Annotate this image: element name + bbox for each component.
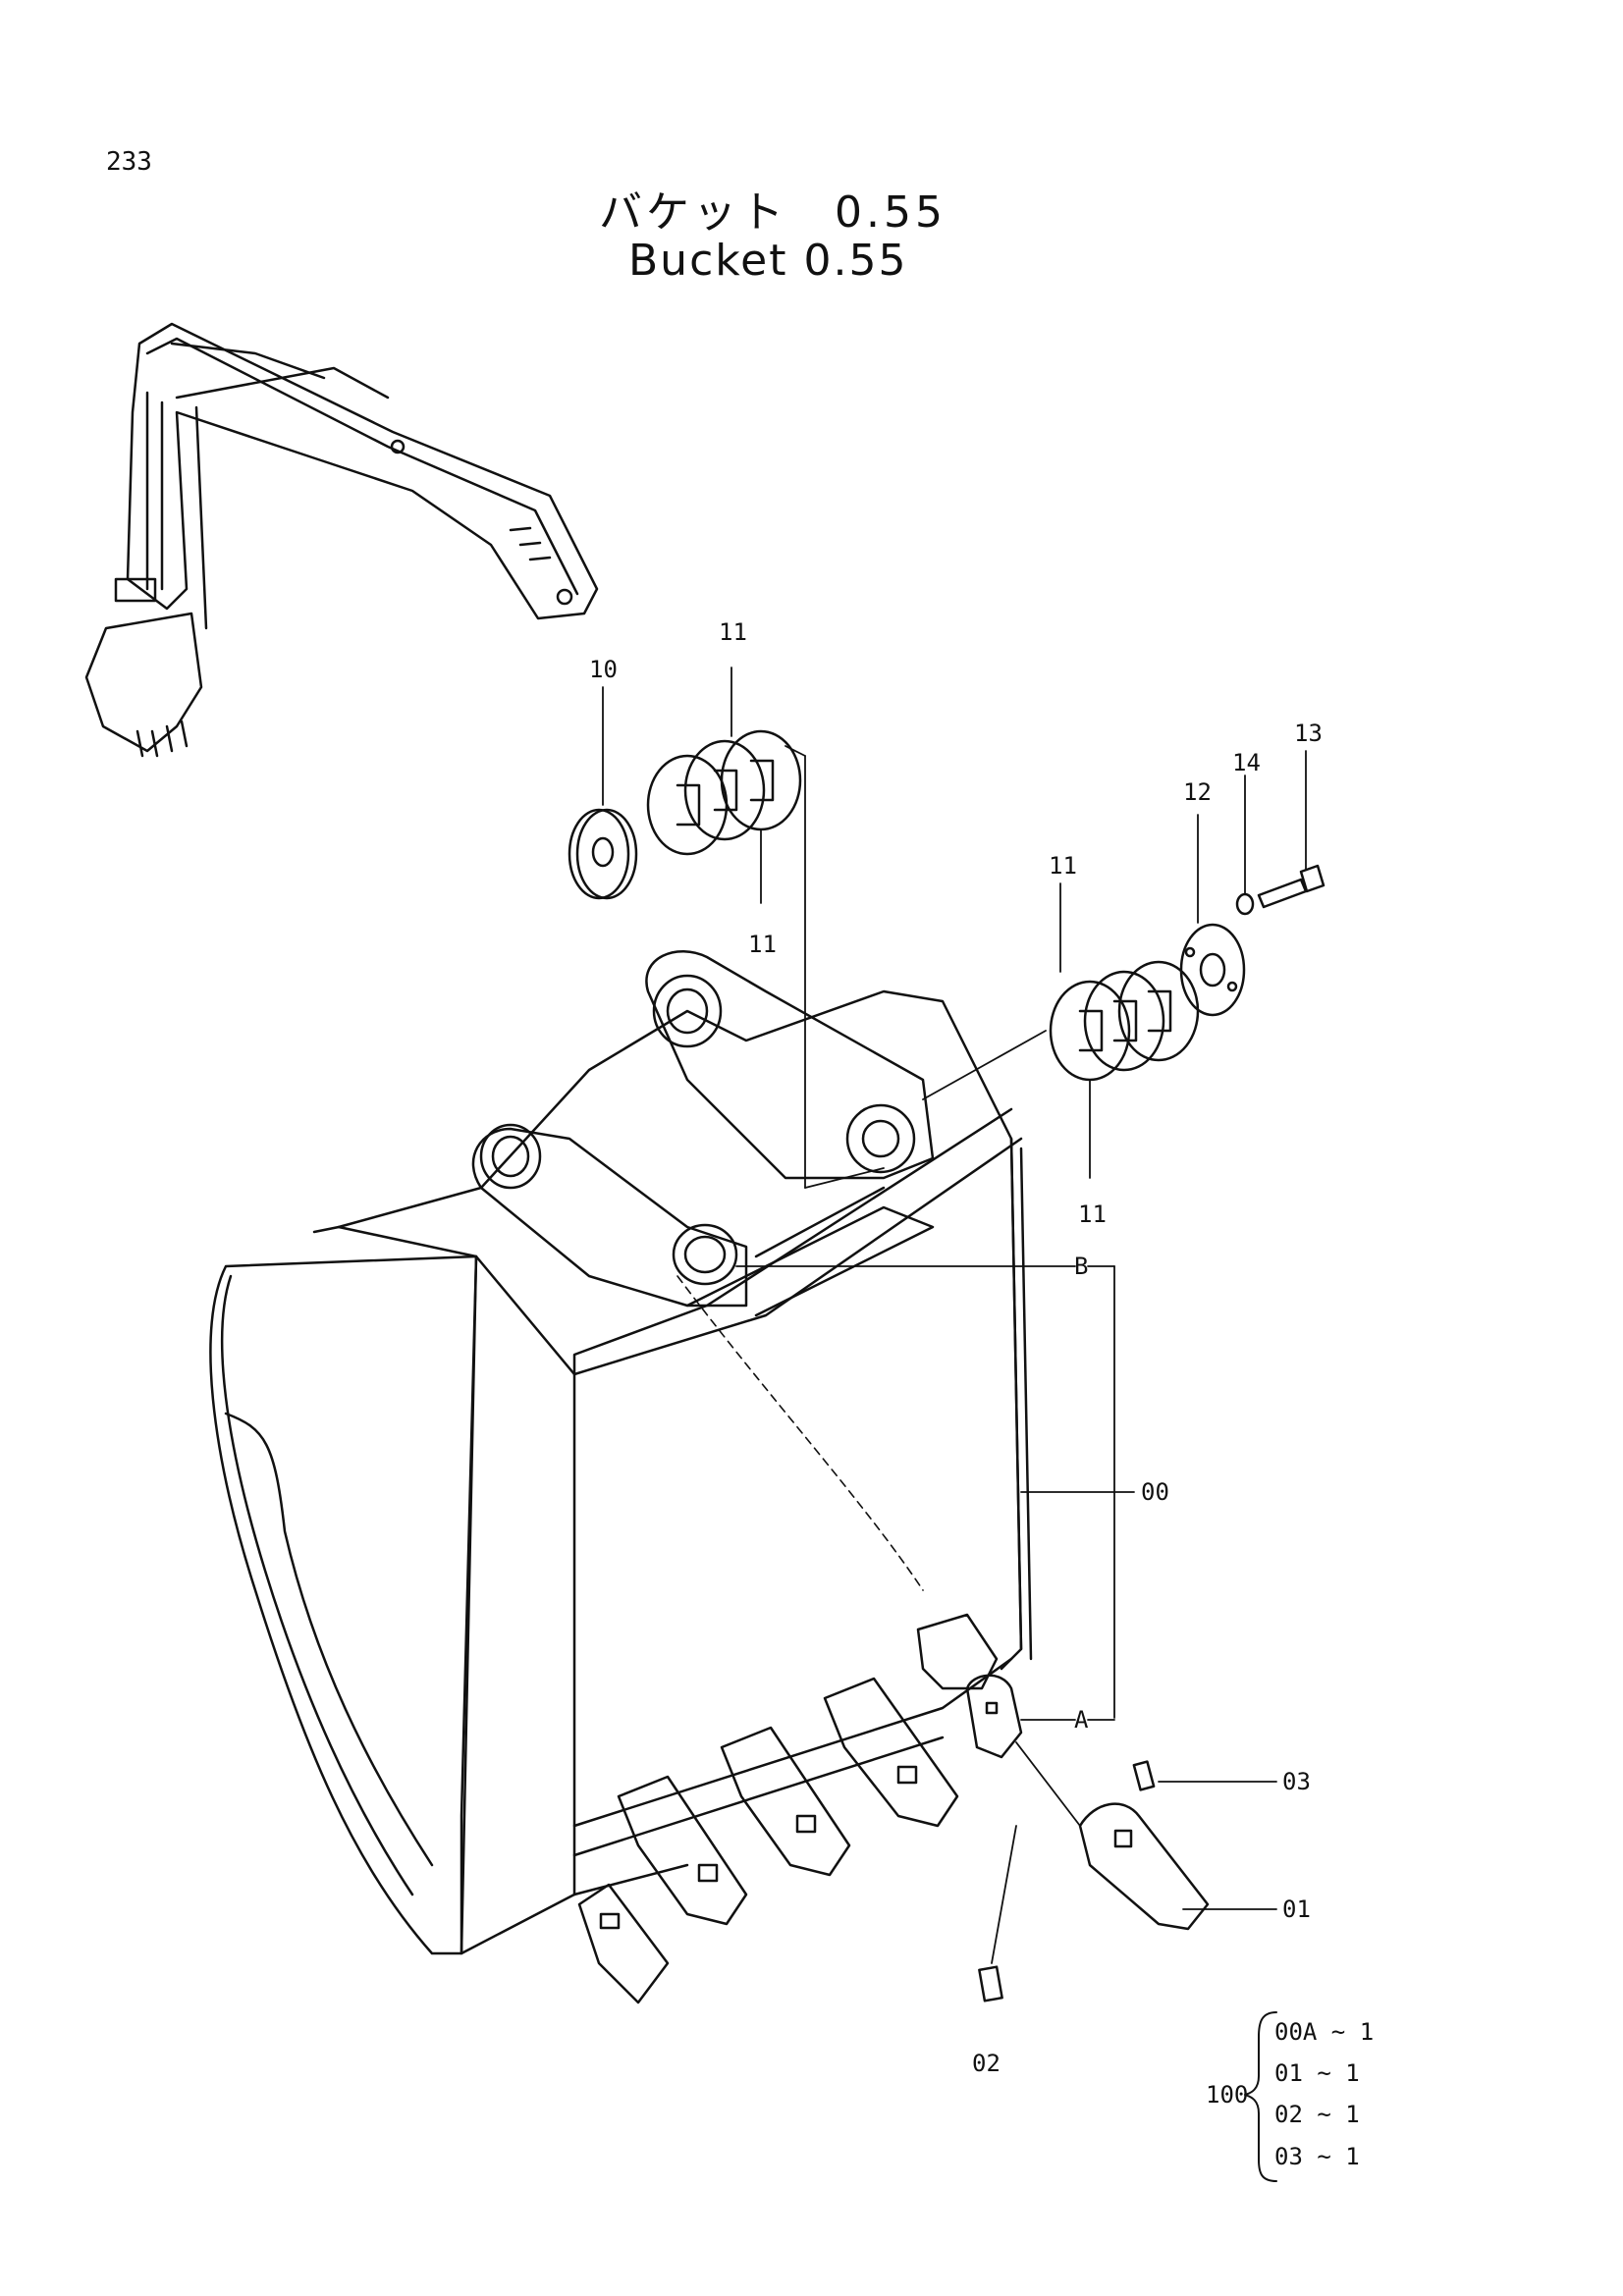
callout-11-lower: 11 [1078,1201,1107,1228]
kit-item: 00A ~ 1 [1274,2018,1374,2046]
callout-01: 01 [1282,1896,1311,1923]
kit-item: 02 ~ 1 [1274,2101,1360,2128]
callout-03: 03 [1282,1768,1311,1795]
callout-11-top: 11 [719,618,747,646]
callout-B: B [1074,1253,1088,1280]
kit-item: 03 ~ 1 [1274,2143,1360,2170]
excavator-arm-illustration [84,322,599,758]
callout-11-right: 11 [1049,852,1077,880]
page-number: 233 [106,147,152,177]
callout-13: 13 [1294,720,1323,747]
kit-list: 100 00A ~ 1 01 ~ 1 02 ~ 1 03 ~ 1 [1206,2011,1374,2182]
kit-item: 01 ~ 1 [1274,2059,1360,2087]
callout-02: 02 [972,2050,1001,2077]
title-english: Bucket 0.55 [628,236,908,286]
callout-12: 12 [1183,778,1212,806]
bucket-body [209,989,1033,1955]
callout-00: 00 [1141,1478,1169,1506]
exploded-parts [568,729,1325,2002]
callout-14: 14 [1232,749,1261,776]
callout-10: 10 [589,656,618,683]
callout-A: A [1074,1706,1089,1734]
mounting-bosses [471,949,935,1317]
title-japanese: バケット 0.55 [599,187,947,238]
bucket-teeth [577,1613,1023,2004]
callout-labels: 10 11 11 11 11 12 13 14 B A 00 03 01 02 [589,618,1323,2077]
kit-label: 100 [1206,2081,1248,2109]
leader-lines [602,667,1307,1964]
callout-11-upper: 11 [748,931,777,958]
